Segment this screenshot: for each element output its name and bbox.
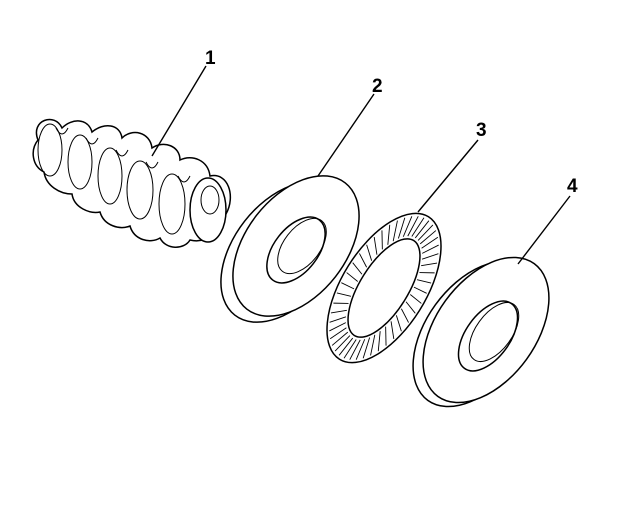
needle-roller (333, 302, 349, 304)
needle-roller (395, 315, 402, 332)
leader-line-2 (317, 93, 375, 177)
needle-roller (349, 339, 361, 360)
part-4-thrust-washer (412, 256, 550, 408)
needle-roller (405, 301, 416, 314)
needle-roller (336, 292, 352, 297)
needle-roller (402, 216, 413, 237)
needle-roller (419, 230, 437, 245)
needle-roller (422, 244, 439, 254)
needle-roller (416, 279, 432, 284)
leader-line-1 (151, 65, 207, 157)
callout-number-1: 1 (205, 48, 216, 69)
needle-roller (397, 217, 406, 239)
needle-roller (377, 331, 381, 352)
callout-number-2: 2 (372, 76, 383, 97)
callout-number-3: 3 (476, 120, 487, 141)
needle-roller (329, 316, 347, 323)
part-1-segmented-sleeve (32, 118, 232, 248)
needle-roller (390, 321, 395, 340)
needle-roller (355, 339, 366, 360)
leader-line-4 (517, 195, 571, 265)
needle-roller (343, 339, 357, 359)
needle-roller (411, 217, 425, 237)
needle-roller (387, 224, 391, 245)
needle-roller (331, 331, 349, 346)
needle-roller (414, 220, 430, 239)
needle-roller (330, 309, 347, 314)
needle-roller (421, 253, 439, 260)
part-2-thrust-washer (220, 175, 360, 323)
needle-roller (338, 337, 354, 356)
needle-roller (417, 224, 434, 241)
needle-roller (370, 334, 376, 356)
needle-roller (359, 253, 368, 268)
needle-roller (329, 327, 347, 340)
needle-roller (329, 322, 346, 332)
needle-roller (421, 262, 438, 267)
needle-roller (400, 308, 409, 323)
needle-roller (419, 272, 435, 274)
needle-roller (366, 244, 373, 261)
needle-roller (352, 262, 363, 275)
needle-roller (334, 335, 351, 352)
needle-roller (421, 236, 439, 249)
needle-roller (407, 216, 419, 237)
needle-roller (392, 220, 398, 242)
needle-roller (341, 282, 355, 290)
needle-roller (362, 337, 371, 359)
needle-roller (346, 272, 359, 282)
needle-roller (381, 230, 383, 250)
needle-roller (413, 286, 427, 294)
needle-roller (409, 294, 422, 304)
part-3-needle-bearing (326, 212, 442, 364)
needle-roller (385, 326, 387, 346)
callout-number-4: 4 (567, 176, 578, 197)
needle-roller (373, 236, 378, 255)
leader-line-3 (417, 139, 479, 213)
